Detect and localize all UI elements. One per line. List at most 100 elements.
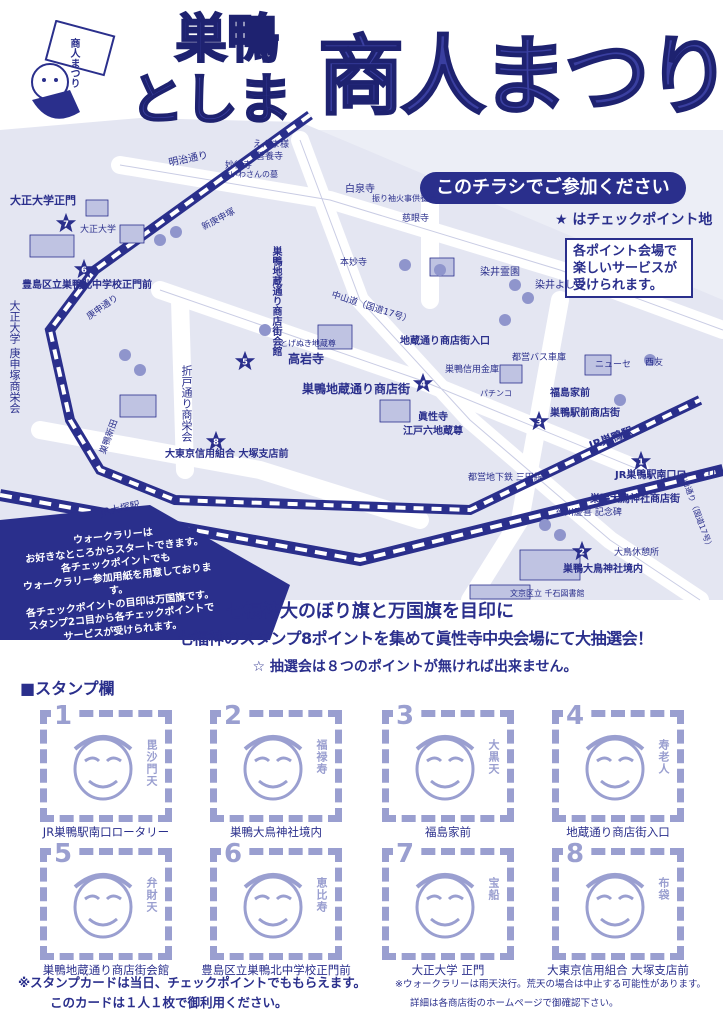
title-line2: としま [129,68,293,131]
stamp-number: 5 [51,841,76,867]
map-label-jr-south: JR巣鴨駅南口ロータリー [615,470,723,481]
map-label-jizo-street: 巣鴨地蔵通り商店街 [302,382,411,396]
checkpoint-number: 1 [638,457,644,467]
map-label-hakusen: 白泉寺 [345,184,375,195]
checkpoint-number: 2 [579,547,585,557]
checkpoint-star-icon: 7 [55,212,77,233]
map-label-pachinko: パチンコ [480,389,512,398]
map-label-fukushima: 福島家前 [550,388,590,399]
map-label-taisho-u: 大正大学 [80,225,117,235]
map-label-sugamo-jizo: 巣鴨地蔵通り商店街会館 [270,246,281,356]
map-label-honmyoji: 本妙寺 [340,258,368,268]
map-label-shinshoji: 眞性寺 [418,412,448,423]
stamp-box-8[interactable]: 8 布袋 [552,841,684,960]
stamp-number: 7 [393,841,418,867]
map-label-orito: 折戸通り商栄会 [180,365,193,442]
footer-note-2: このカードは１人１枚で御利用ください。 [50,995,288,1010]
map-label-somei: 染井霊園 [480,267,520,278]
checkpoint-number: 7 [63,219,69,229]
stamp-god-name: 福禄寿 [315,739,328,775]
checkpoint-number: 8 [213,437,219,447]
footer-note-1: ※スタンプカードは当日、チェックポイントでももらえます。 [18,975,367,990]
map-label-zenkoji: 善養寺 [256,152,284,162]
stamp-number: 3 [393,703,418,729]
checkpoint-star-icon: 8 [205,430,227,451]
title-line1: 巣鴨 [174,10,280,70]
stamp-god-name: 布袋 [657,877,670,901]
banner-line2: 七福神のスタンプ8ポイントを集めて眞性寺中央会場にて大抽選会！ [177,629,653,648]
lucky-god-face-icon [585,873,645,939]
lucky-god-face-icon [415,735,475,801]
footer-note-3: ※ウォークラリーは雨天決行。荒天の場合は中止する可能性があります。 [395,979,707,990]
mascot-flag-text: 商人まつり [68,38,79,88]
checkpoint-star-icon: 3 [528,410,550,431]
lucky-god-face-icon [243,735,303,801]
stamp-location: 大東京信用組合 大塚支店前 [547,963,689,977]
stamp-location: 巣鴨大鳥神社境内 [230,825,322,839]
stamp-god-name: 宝船 [487,877,500,901]
stamp-box-5[interactable]: 5 弁財天 [40,841,172,960]
map-label-sugamo-ekimae: 巣鴨駅前商店街 [550,408,620,419]
banner-line3: ☆ 抽選会は８つのポイントが無ければ出来ません。 [252,659,578,675]
map-label-kogan-sub: とげぬき地蔵尊 [280,339,336,348]
checkpoint-star-icon: 5 [234,350,256,371]
stamp-box-4[interactable]: 4 寿老人 [552,703,684,822]
mascot: 商人まつり [10,19,120,130]
stamp-location: 豊島区立巣鴨北中学校正門前 [201,963,351,977]
map-label-otori: 巣鴨大鳥神社境内 [563,564,643,575]
stamp-section-title: ■スタンプ欄 [20,679,115,698]
map-label-someiyoshino: 染井よしの [535,280,585,291]
lucky-god-face-icon [243,873,303,939]
map-label-taisho: 大正大学正門 [10,194,76,207]
stamp-location: 地蔵通り商店街入口 [566,825,670,839]
stamp-god-name: 毘沙門天 [145,739,158,787]
footer-note-4: 詳細は各商店街のホームページで御確認下さい。 [410,998,619,1009]
stamp-number: 6 [221,841,246,867]
map-label-tokugawa: 徳川慶喜 記念碑 [556,508,622,518]
checkpoint-legend: ★ はチェックポイント地 [555,212,713,228]
map-label-shinkin: 巣鴨信用金庫 [445,365,500,375]
lucky-god-face-icon [73,873,133,939]
map-label-jiganji: 慈眼寺 [402,214,430,224]
map-label-bunkyo: 文京区立 千石図書館 [510,589,585,598]
title-big: 商人まつり [317,27,723,127]
map-label-jizo-entrance: 地蔵通り商店街入口 [400,336,490,347]
map-label-daitokyo: 大東京信用組合 大塚支店前 [165,449,289,460]
lucky-god-face-icon [73,735,133,801]
map-label-otori-shotengai: 巣鴨大鳥神社商店街 [590,494,680,505]
stamp-number: 8 [563,841,588,867]
lucky-god-face-icon [415,873,475,939]
map-label-mita: 都営地下鉄 三田線 [468,473,543,483]
checkpoint-number: 4 [420,379,426,389]
lucky-god-face-icon [585,735,645,801]
checkpoint-star-icon: 1 [630,450,652,471]
map-label-toei-bus: 都営バス車庫 [512,353,567,363]
stamp-god-name: 寿老人 [657,739,670,775]
stamp-box-7[interactable]: 7 宝船 [382,841,514,960]
stamp-box-3[interactable]: 3 大黒天 [382,703,514,822]
stamp-location: JR巣鴨駅南口ロータリー [42,825,170,839]
stamp-god-name: 恵比寿 [315,877,328,913]
service-note-text: 各ポイント会場で楽しいサービスが受けられます。 [573,244,678,293]
stamp-location: 巣鴨地蔵通り商店街会館 [42,963,170,977]
checkpoint-star-icon: 4 [412,372,434,393]
checkpoint-number: 3 [536,417,542,427]
map-label-kita-jhs: 豊島区立巣鴨北中学校正門前 [22,280,152,291]
mascot-illustration [31,19,116,119]
area-map [0,110,723,640]
map-label-kogan: 高岩寺 [288,352,325,366]
stamp-god-name: 大黒天 [487,739,500,775]
banner-line1: 七福神大のぼり旗と万国旗を目印に [226,601,514,622]
map-label-oiwa: おいわさんの墓 [222,170,278,179]
stamp-god-name: 弁財天 [145,877,158,913]
stamp-location: 大正大学 正門 [411,963,485,977]
map-label-enma: えんま様 [253,140,290,150]
map-label-myogyoji: 妙行寺 [225,161,253,171]
map-label-edo-jizo: 江戸六地蔵尊 [403,426,463,437]
stamp-box-6[interactable]: 6 恵比寿 [210,841,342,960]
map-label-nishika: 西友 [645,358,664,368]
callout-badge: このチラシでご参加ください [420,172,686,204]
stamp-number: 4 [563,703,588,729]
